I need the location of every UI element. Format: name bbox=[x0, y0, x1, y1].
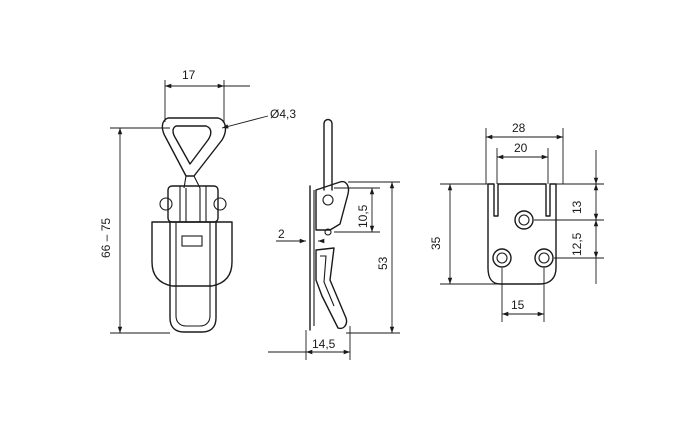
hole-upper-inner bbox=[518, 214, 530, 226]
wire-bail-inner bbox=[172, 125, 212, 165]
mounting-plate bbox=[487, 183, 557, 285]
pivot-lower bbox=[324, 228, 332, 236]
front-view: 17 Ø4,3 66 – 75 bbox=[99, 68, 296, 334]
dim-pin-offset: 10,5 bbox=[356, 204, 370, 228]
hinge-pin-right bbox=[213, 197, 227, 211]
hole-lower-right bbox=[534, 248, 554, 268]
dim-front-width: 17 bbox=[182, 68, 196, 82]
dim-top-offset: 13 bbox=[570, 200, 584, 214]
base-plate-front bbox=[151, 221, 233, 287]
dim-side-gap: 2 bbox=[278, 227, 285, 241]
hole-lower-left bbox=[492, 248, 512, 268]
catch-block bbox=[181, 235, 203, 247]
dim-plate-inner-width: 20 bbox=[514, 141, 528, 155]
hole-lower-right-inner bbox=[538, 252, 550, 264]
side-view: 2 10,5 53 14,5 bbox=[268, 118, 400, 360]
hole-lower-left-inner bbox=[496, 252, 508, 264]
lever-front bbox=[169, 221, 217, 333]
dim-hole-spacing-horizontal: 15 bbox=[511, 298, 525, 312]
dim-front-height: 66 – 75 bbox=[99, 218, 113, 258]
hinge-block bbox=[167, 185, 219, 223]
wire-rod bbox=[323, 118, 333, 191]
dim-wire-diameter: Ø4,3 bbox=[270, 107, 296, 121]
hinge-pin-left bbox=[159, 197, 173, 211]
dim-hole-spacing-vertical: 12,5 bbox=[570, 232, 584, 256]
lever-side bbox=[315, 247, 348, 330]
pivot-upper bbox=[322, 194, 334, 206]
dim-plate-outer-width: 28 bbox=[512, 121, 526, 135]
dim-plate-height: 35 bbox=[429, 236, 443, 250]
dim-side-height: 53 bbox=[376, 256, 390, 270]
dim-side-depth: 14,5 bbox=[312, 337, 336, 351]
plate-view: 28 20 13 12,5 35 15 bbox=[429, 121, 604, 322]
hole-upper bbox=[514, 210, 534, 230]
hinge-body-side bbox=[315, 180, 350, 231]
